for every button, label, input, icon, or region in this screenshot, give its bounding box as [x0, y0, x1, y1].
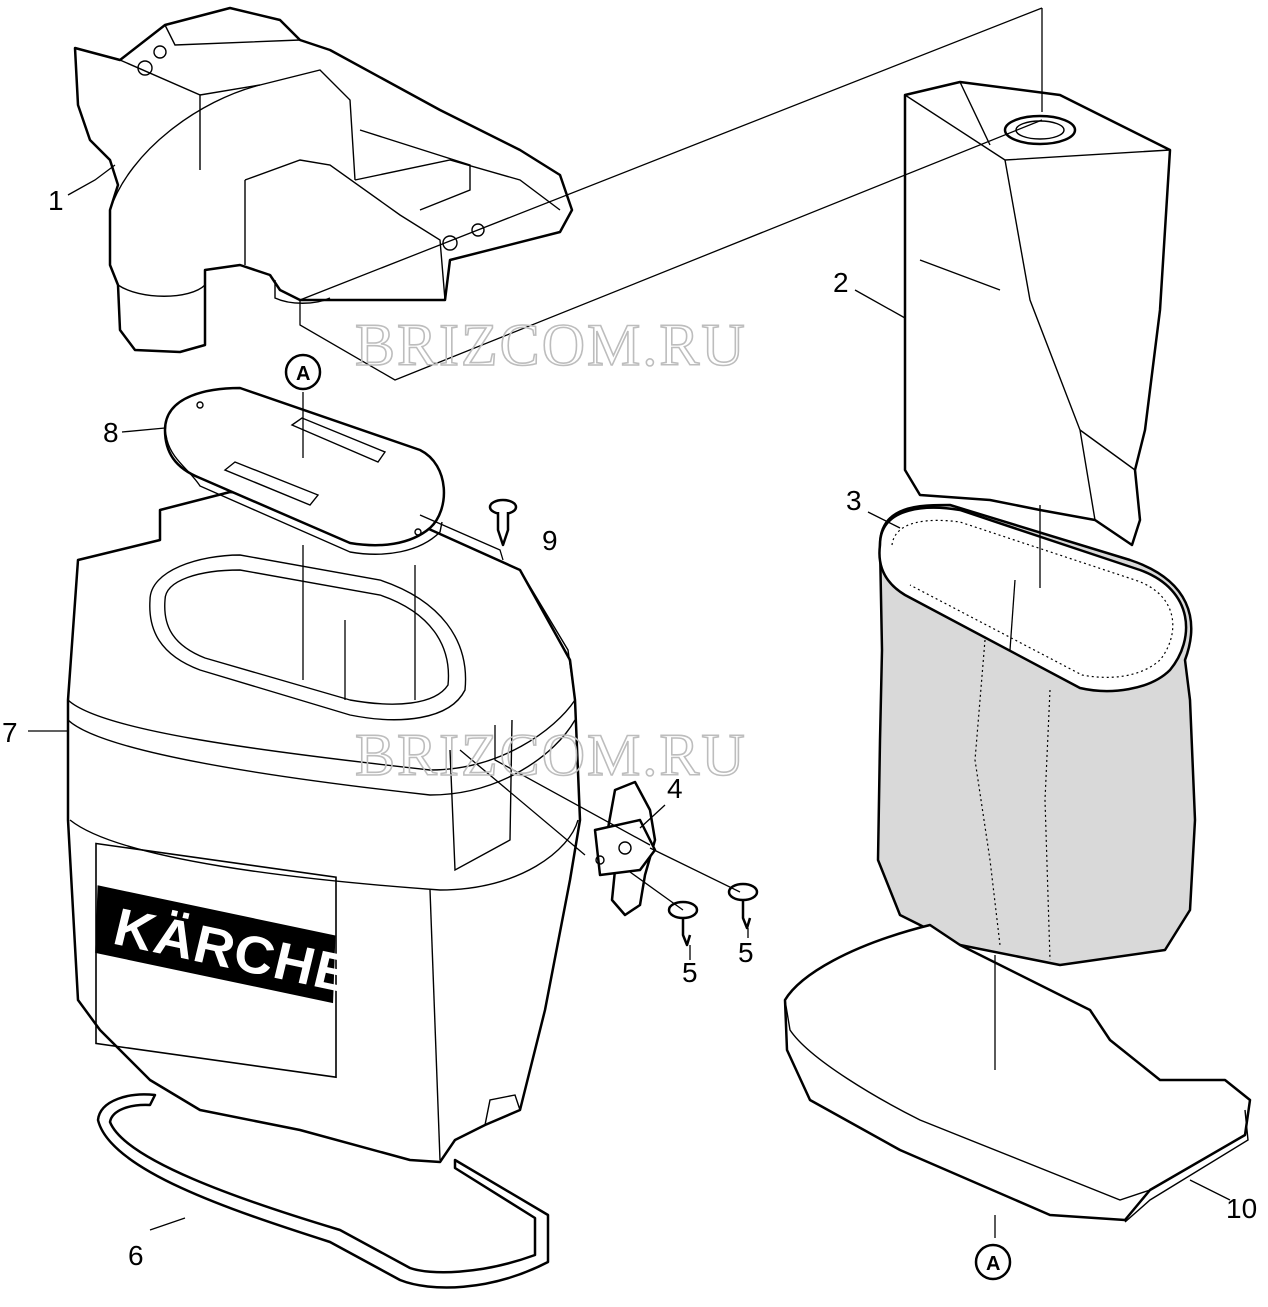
callout-10: 10 — [1226, 1193, 1257, 1224]
part-5-screws — [667, 882, 759, 947]
part-9-screw — [488, 498, 518, 547]
reference-marker-top: A — [284, 353, 322, 391]
callout-1: 1 — [48, 185, 64, 216]
callout-7: 7 — [2, 717, 18, 748]
callout-5-right: 5 — [738, 937, 754, 968]
reference-marker-letter: A — [296, 363, 310, 385]
callout-3: 3 — [846, 485, 862, 516]
part-6-gasket — [96, 1093, 550, 1289]
reference-marker-circle — [974, 1243, 1012, 1281]
leader-lines — [28, 7, 1231, 1238]
reference-marker-bottom: A — [974, 1243, 1012, 1281]
watermark-top: BRIZCOM.RU — [355, 312, 747, 378]
callout-8: 8 — [103, 417, 119, 448]
callout-2: 2 — [833, 267, 849, 298]
watermark-middle: BRIZCOM.RU — [355, 722, 747, 788]
part-7-container: KÄRCHER — [66, 490, 582, 1164]
reference-marker-letter: A — [986, 1253, 1000, 1275]
callout-5-left: 5 — [682, 957, 698, 988]
part-3-filter-basket — [876, 503, 1197, 967]
part-1-top-cover — [73, 6, 574, 354]
part-8-lid-plate — [163, 386, 446, 555]
reference-marker-circle — [284, 353, 322, 391]
callout-4: 4 — [667, 773, 683, 804]
part-10-base-plate — [783, 923, 1252, 1223]
part-4-latch — [593, 780, 657, 917]
callout-6: 6 — [128, 1240, 144, 1271]
callout-9: 9 — [542, 525, 558, 556]
part-2-filter-bag — [903, 80, 1172, 547]
